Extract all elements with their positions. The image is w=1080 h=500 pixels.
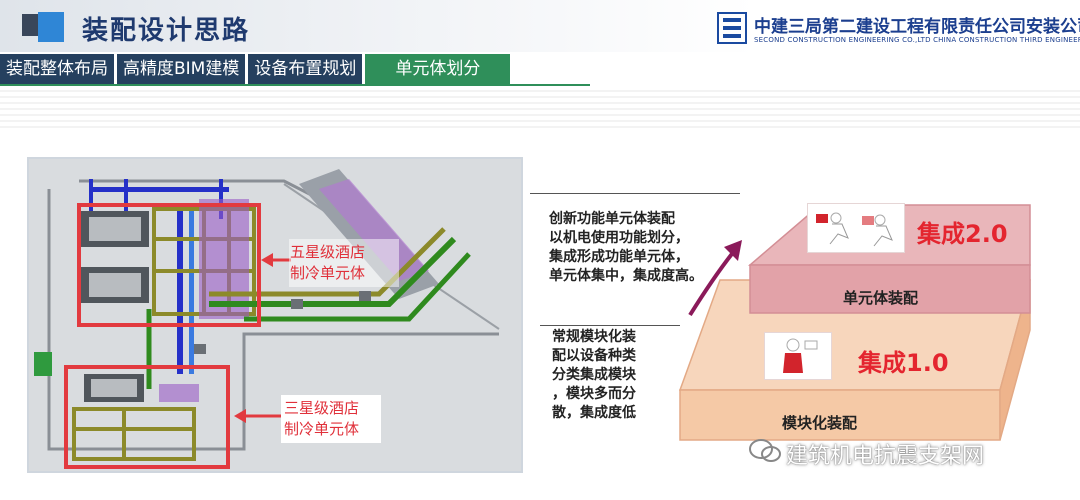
lower-line: 常规模块化装 (552, 329, 636, 345)
running-figures-icon (816, 212, 893, 247)
level-2-label: 集成2.0 (917, 220, 1008, 248)
tab-bim-modeling[interactable]: 高精度BIM建模 (117, 54, 246, 84)
unit-assembly-label: 单元体装配 (843, 289, 919, 307)
wechat-icon (749, 439, 781, 462)
company-logo-icon (717, 12, 747, 44)
section-tabs: 装配整体布局 高精度BIM建模 设备布置规划 单元体划分 (0, 54, 513, 84)
page-title: 装配设计思路 (82, 16, 251, 46)
callout-five-star-line2: 制冷单元体 (290, 264, 366, 282)
upper-line: 以机电使用功能划分， (549, 230, 689, 246)
company-name: 中建三局第二建设工程有限责任公司安装公司 (754, 17, 1080, 37)
tab-underline (0, 84, 590, 86)
runners-image (807, 203, 905, 253)
upper-line: 单元体集中，集成度高。 (549, 268, 703, 284)
company-name-en: SECOND CONSTRUCTION ENGINEERING CO.,LTD … (754, 36, 1080, 44)
tab-overall-layout[interactable]: 装配整体布局 (0, 54, 114, 84)
bim-model-image (27, 157, 523, 473)
callout-three-star-line1: 三星级酒店 (284, 399, 360, 417)
watermark-text: 建筑机电抗震支架网 (786, 444, 985, 469)
callout-three-star-line2: 制冷单元体 (284, 420, 360, 438)
level-1-label: 集成1.0 (858, 349, 949, 377)
title-decoration-blue (38, 12, 64, 42)
lower-line: 配以设备种类 (552, 348, 636, 364)
upper-line: 创新功能单元体装配 (549, 211, 675, 227)
callout-five-star-line1: 五星级酒店 (290, 243, 366, 261)
header-bar (0, 0, 1080, 52)
upper-description: 创新功能单元体装配 以机电使用功能划分， 集成形成功能单元体， 单元体集中，集成… (549, 210, 703, 286)
figure-with-flag-icon (783, 338, 818, 373)
callout-five-star: 五星级酒店 制冷单元体 (290, 242, 365, 284)
figure-image (764, 332, 832, 380)
tab-unit-division[interactable]: 单元体划分 (365, 54, 511, 84)
callout-three-star: 三星级酒店 制冷单元体 (284, 398, 359, 440)
divider-upper (530, 193, 740, 194)
lower-line: ，模块多而分 (552, 386, 636, 402)
lower-description: 常规模块化装 配以设备种类 分类集成模块 ，模块多而分 散，集成度低 (552, 328, 636, 423)
tab-equipment-planning[interactable]: 设备布置规划 (248, 54, 363, 84)
modular-assembly-label: 模块化装配 (782, 414, 858, 432)
upper-line: 集成形成功能单元体， (549, 249, 689, 265)
lower-line: 分类集成模块 (552, 367, 636, 383)
bim-drawing (29, 159, 521, 471)
divider-lower (540, 325, 680, 326)
lower-line: 散，集成度低 (552, 405, 636, 421)
decorative-stripes (0, 88, 1080, 128)
